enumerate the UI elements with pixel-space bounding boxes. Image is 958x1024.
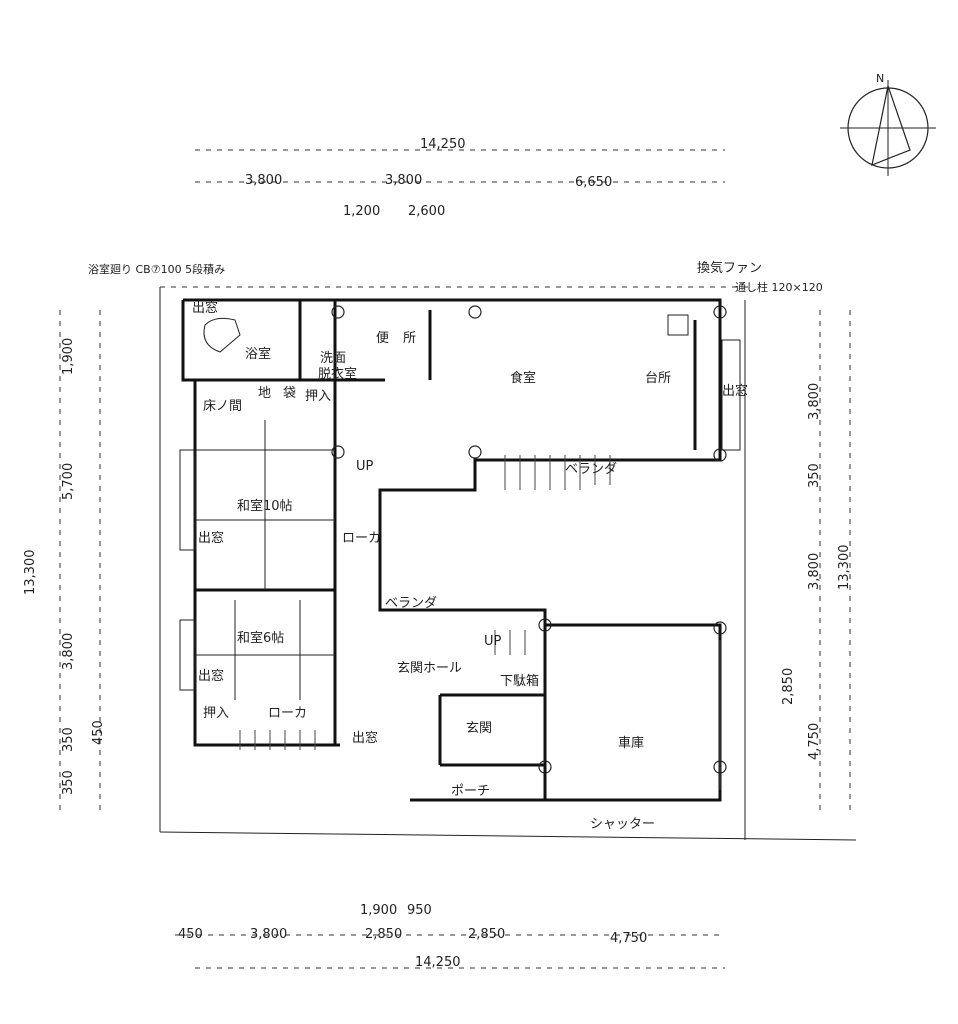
dim-right-total: 13,300 (837, 545, 852, 591)
room-washitsu-6: 和室6帖 (237, 630, 284, 646)
dim-bottom-a: 1,900 (360, 903, 397, 918)
room-washitsu-10: 和室10帖 (237, 498, 293, 514)
room-demado-bath: 出窓 (192, 300, 218, 316)
dim-bottom-c: 450 (178, 927, 203, 942)
room-garage: 車庫 (618, 736, 644, 751)
room-oshiire-2: 押入 (203, 706, 229, 721)
room-getabako: 下駄箱 (500, 673, 539, 689)
room-veranda-2: ベランダ (385, 596, 437, 611)
dimension-lines (59, 149, 851, 969)
room-roka-2: ローカ (268, 706, 307, 721)
room-dining: 食室 (510, 370, 536, 386)
room-tokonoma: 床ノ間 (203, 399, 242, 414)
room-demado-2: 出窓 (198, 668, 224, 684)
dim-bottom-d: 3,800 (250, 927, 287, 942)
room-dressing: 脱衣室 (318, 366, 357, 382)
room-jibukuro-1: 地 (258, 386, 271, 401)
room-demado-3: 出窓 (352, 730, 378, 746)
dim-top-total: 14,250 (420, 137, 466, 152)
dim-right-d: 2,850 (781, 668, 796, 705)
dim-bottom-b: 950 (407, 903, 432, 918)
room-up-1: UP (356, 459, 374, 474)
dim-top-b: 3,800 (385, 173, 422, 188)
dim-top-d: 1,200 (343, 204, 380, 219)
room-veranda-1: ベランダ (565, 462, 617, 477)
room-jibukuro-2: 袋 (283, 386, 296, 401)
walls (181, 298, 722, 802)
room-details (179, 305, 741, 790)
dim-right-e: 4,750 (807, 723, 822, 760)
room-bath: 浴室 (245, 346, 271, 362)
dim-right-a: 3,800 (807, 383, 822, 420)
dim-right-b: 350 (807, 463, 822, 488)
room-roka-1: ローカ (342, 531, 381, 546)
room-washroom: 洗面 (320, 351, 346, 366)
dim-top-a: 3,800 (245, 173, 282, 188)
room-oshiire-1: 押入 (305, 389, 331, 404)
fan-label: 換気ファン (697, 260, 762, 276)
dim-top-e: 2,600 (408, 204, 445, 219)
dim-bottom-total: 14,250 (415, 955, 461, 970)
room-up-2: UP (484, 634, 502, 649)
room-toilet-2: 所 (403, 331, 416, 346)
dim-left-a: 1,900 (61, 338, 76, 375)
dim-left-total: 13,300 (23, 550, 38, 596)
post-label: 通し柱 120×120 (735, 280, 823, 294)
room-porch: ポーチ (451, 784, 490, 799)
room-demado-kitchen: 出窓 (722, 383, 748, 399)
dim-bottom-e: 2,850 (365, 927, 402, 942)
dim-left-b: 5,700 (61, 463, 76, 500)
dim-top-c: 6,650 (575, 175, 612, 190)
north-arrow-icon (840, 80, 936, 176)
dim-left-f: 350 (61, 770, 76, 795)
dim-right-c: 3,800 (807, 553, 822, 590)
north-label: N (876, 72, 884, 85)
room-demado-1: 出窓 (198, 530, 224, 546)
dim-bottom-f: 2,850 (468, 927, 505, 942)
room-hall: 玄関ホール (397, 661, 462, 676)
dim-left-d: 450 (91, 720, 106, 745)
site-boundary (159, 286, 857, 841)
room-toilet-1: 便 (376, 331, 389, 346)
dim-bottom-g: 4,750 (610, 931, 647, 946)
dim-left-e: 350 (61, 727, 76, 752)
room-genkan: 玄関 (466, 721, 492, 736)
note-bath-wall: 浴室廻り CB⑦100 5段積み (88, 262, 225, 276)
room-kitchen: 台所 (645, 371, 671, 386)
dim-left-c: 3,800 (61, 633, 76, 670)
shutter-label: シャッター (590, 817, 655, 832)
